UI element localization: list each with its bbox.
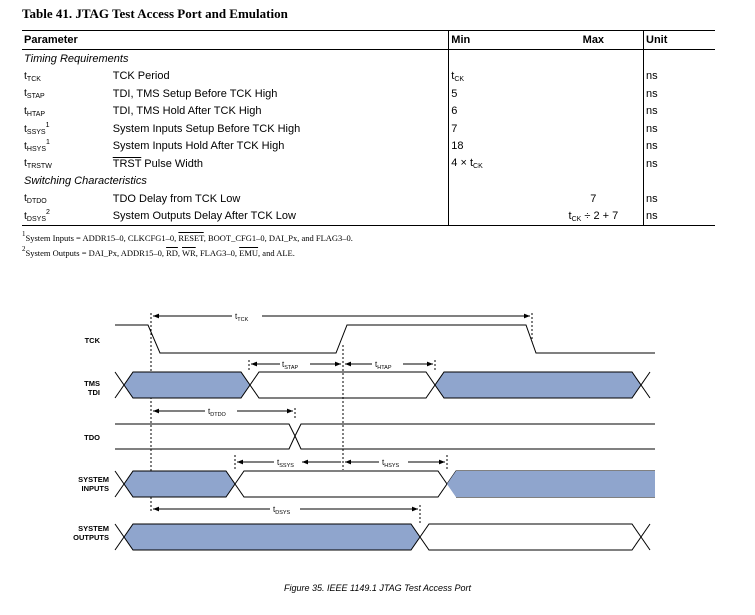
sysout-waveform-start	[114, 523, 125, 551]
header-unit: Unit	[643, 30, 715, 50]
tms-valid-window	[123, 371, 251, 399]
tdo-waveform-bottom	[115, 434, 655, 450]
param-symbol: tSSYS1	[24, 121, 50, 136]
table-row: tHTAP TDI, TMS Hold After TCK High 6 ns	[22, 102, 715, 120]
param-symbol: tDTDO	[24, 192, 47, 206]
param-min: tCK	[448, 67, 542, 85]
table-row: tDTDO TDO Delay from TCK Low 7 ns	[22, 190, 715, 208]
sysout-waveform-end	[640, 523, 651, 551]
param-description: TDI, TMS Setup Before TCK High	[112, 87, 278, 100]
tms-waveform-start	[114, 371, 125, 399]
param-min	[448, 190, 542, 208]
param-symbol: tTRSTW	[24, 157, 52, 171]
timing-label-ssys: tSSYS	[277, 458, 294, 469]
timing-label-tck: tTCK	[235, 312, 249, 323]
footnote-mark: 1	[45, 121, 50, 129]
table-header-row: Parameter Min Max Unit	[22, 30, 715, 50]
param-description: TDI, TMS Hold After TCK High	[112, 105, 262, 118]
param-symbol: tTCK	[24, 69, 41, 83]
param-min: 18	[448, 137, 542, 155]
param-min: 7	[448, 120, 542, 138]
param-unit: ns	[643, 155, 715, 173]
signal-label-system-inputs-2: INPUTS	[81, 484, 109, 493]
table-row: tHSYS1 System Inputs Hold After TCK High…	[22, 137, 715, 155]
param-description: TDO Delay from TCK Low	[112, 192, 241, 205]
sysout-open-window	[419, 523, 642, 551]
param-unit: ns	[643, 190, 715, 208]
param-unit: ns	[643, 207, 715, 226]
header-parameter: Parameter	[22, 30, 449, 50]
footnote-2: 2System Outputs = DAI_Px, ADDR15–0, RD, …	[22, 245, 295, 258]
footnote-mark: 2	[45, 209, 50, 217]
param-min	[448, 207, 542, 226]
figure-caption: Figure 35. IEEE 1149.1 JTAG Test Access …	[283, 583, 472, 593]
signal-label-tdi: TDI	[88, 388, 100, 397]
param-max: tCK ÷ 2 + 7	[541, 207, 644, 226]
param-unit: ns	[643, 137, 715, 155]
footnote-1: 1System Inputs = ADDR15–0, CLKCFG1–0, RE…	[22, 230, 353, 243]
param-unit: ns	[643, 102, 715, 120]
footnote-mark: 1	[45, 139, 50, 147]
tdo-waveform-top	[115, 423, 655, 438]
param-symbol: tHTAP	[24, 104, 46, 118]
table-row: tSTAP TDI, TMS Setup Before TCK High 5 n…	[22, 85, 715, 103]
signal-label-system-inputs-1: SYSTEM	[78, 475, 109, 484]
table-row: tTCK TCK Period tCK ns	[22, 67, 715, 85]
table-row: tTRSTW TRST Pulse Width 4 × tCK ns	[22, 155, 715, 173]
signal-label-tdo: TDO	[84, 433, 100, 442]
sysin-waveform-start	[114, 470, 125, 498]
jtag-timing-table: Parameter Min Max Unit Timing Requiremen…	[22, 30, 715, 226]
param-description: System Outputs Delay After TCK Low	[110, 207, 449, 226]
table-title: Table 41. JTAG Test Access Port and Emul…	[22, 6, 288, 21]
timing-label-htap: tHTAP	[375, 360, 392, 371]
signal-label-tms: TMS	[84, 379, 100, 388]
timing-label-dsys: tDSYS	[273, 505, 291, 516]
sysout-valid-window	[123, 523, 421, 551]
sysin-open-window	[234, 470, 448, 498]
param-max: 7	[590, 192, 597, 205]
tms-valid-window-2	[434, 371, 642, 399]
table-row: tSSYS1 System Inputs Setup Before TCK Hi…	[22, 120, 715, 138]
sysin-valid-window	[123, 470, 236, 498]
section-switching-characteristics: Switching Characteristics	[24, 175, 147, 188]
param-symbol: tHSYS1	[24, 139, 50, 154]
section-row: Switching Characteristics	[22, 172, 715, 190]
param-unit: ns	[643, 120, 715, 138]
tck-waveform	[115, 324, 655, 354]
signal-label-system-outputs-2: OUTPUTS	[73, 533, 109, 542]
param-unit: ns	[643, 67, 715, 85]
section-row: Timing Requirements	[22, 49, 715, 68]
param-min: 6	[448, 102, 542, 120]
signal-label-tck: TCK	[85, 336, 101, 345]
timing-label-hsys: tHSYS	[382, 458, 400, 469]
param-symbol: tDSYS2	[22, 207, 111, 226]
param-description: TRST Pulse Width	[112, 157, 203, 170]
signal-label-system-outputs-1: SYSTEM	[78, 524, 109, 533]
timing-label-stap: tSTAP	[282, 360, 299, 371]
param-symbol: tSTAP	[24, 87, 45, 101]
section-timing-requirements: Timing Requirements	[24, 52, 129, 65]
param-description: System Inputs Hold After TCK High	[112, 140, 285, 153]
table-footnotes: 1System Inputs = ADDR15–0, CLKCFG1–0, RE…	[22, 229, 353, 259]
tms-waveform-end	[640, 371, 651, 399]
param-description: TCK Period	[112, 70, 170, 83]
param-min: 5	[448, 85, 542, 103]
param-min: 4 × tCK	[448, 155, 542, 173]
table-row: tDSYS2 System Outputs Delay After TCK Lo…	[22, 207, 715, 226]
timing-label-dtdo: tDTDO	[208, 407, 227, 418]
param-unit: ns	[643, 85, 715, 103]
param-description: System Inputs Setup Before TCK High	[112, 122, 301, 135]
header-max: Max	[541, 30, 644, 50]
header-min: Min	[448, 30, 542, 50]
